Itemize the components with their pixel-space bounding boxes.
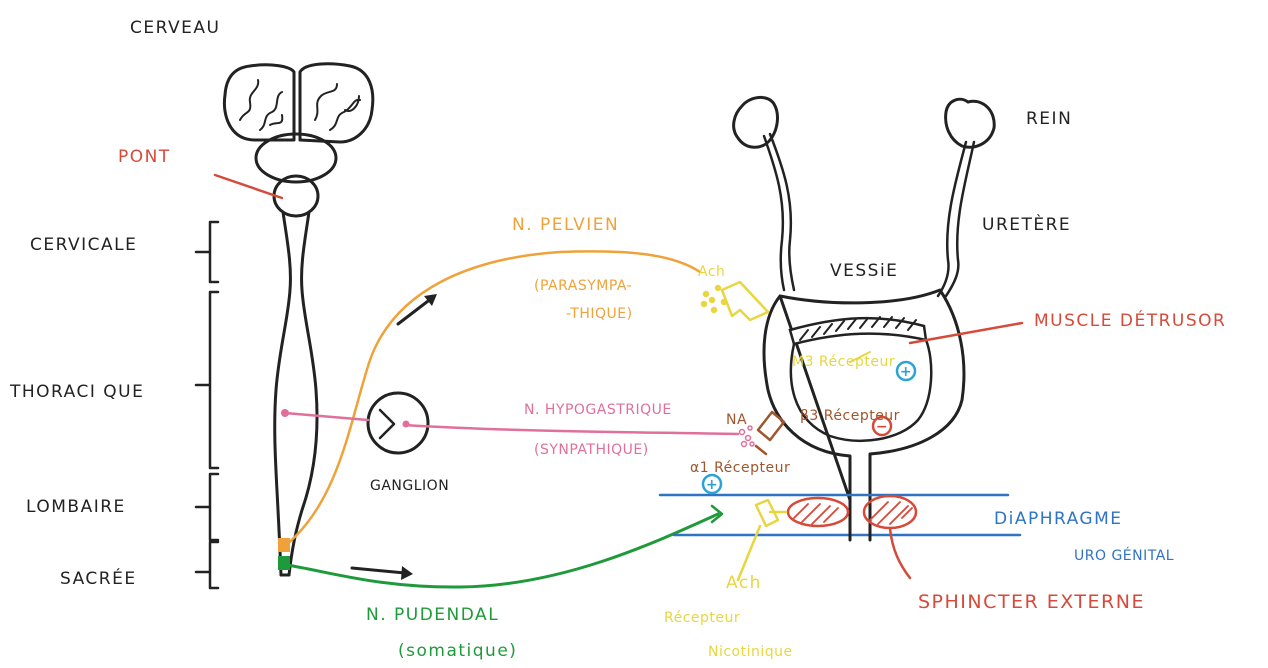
label-sphincter-externe: SPHINCTER EXTERNE: [918, 591, 1145, 613]
label-ach-bottom: Ach: [726, 573, 762, 593]
svg-text:+: +: [900, 364, 912, 380]
ach-pelvic-synapse: [702, 282, 768, 320]
detrusor-pointer-line: [910, 323, 1022, 343]
label-thoracique: THORACI QUE: [9, 382, 144, 402]
label-muscle-detrusor: MUSCLE DÉTRUSOR: [1034, 309, 1226, 331]
label-n-pelvien: N. PELVIEN: [512, 215, 619, 235]
label-sacree: SACRÉE: [60, 567, 137, 589]
label-nicotinique: Nicotinique: [708, 644, 793, 660]
label-pont: PONT: [118, 147, 171, 167]
sacral-segment-orange: [278, 538, 290, 552]
plus-sign-a1: +: [703, 475, 721, 493]
label-vessie: VESSiE: [830, 261, 898, 281]
spinal-level-brackets: [196, 222, 218, 588]
na-vesicles: [740, 426, 755, 447]
label-diaphragme: DiAPHRAGME: [994, 509, 1123, 529]
label-rein: REIN: [1026, 109, 1072, 129]
label-m3-recepteur: M3 Récepteur: [792, 354, 895, 370]
label-b3-recepteur: β3 Récepteur: [800, 408, 900, 424]
detrusor-muscle-band: [790, 318, 926, 344]
label-ganglion: GANGLION: [370, 478, 449, 494]
external-sphincter: [788, 496, 916, 528]
label-n-hypogastrique: N. HYPOGASTRIQUE: [524, 402, 672, 418]
label-urogenital: URO GÉNITAL: [1074, 547, 1174, 564]
label-cerveau: CERVEAU: [130, 18, 220, 38]
label-ach-top: Ach: [698, 264, 725, 280]
brain: [224, 64, 372, 216]
label-na: NA: [726, 412, 747, 428]
label-recepteur: Récepteur: [664, 610, 740, 626]
sacral-segment-green: [278, 556, 290, 570]
pelvic-nerve-path: [286, 251, 700, 545]
label-parasympa-1: (PARASYMPA-: [534, 278, 632, 294]
label-somatique: (somatique): [398, 641, 517, 661]
pudendal-nerve-path: [287, 514, 718, 587]
spinal-cord: [275, 212, 317, 575]
label-sympathique: (SYNPATHIQUE): [534, 442, 649, 458]
label-a1-recepteur: α1 Récepteur: [690, 460, 790, 476]
na-receptor-shape: [756, 412, 784, 454]
ganglion: [368, 393, 428, 453]
bladder: [764, 290, 964, 500]
plus-sign-m3: +: [897, 362, 915, 380]
label-uretere: URETÈRE: [982, 213, 1071, 235]
label-cervicale: CERVICALE: [30, 235, 137, 255]
label-parasympa-2: -THIQUE): [566, 306, 633, 322]
nicotinic-receptor: [738, 500, 786, 580]
svg-text:+: +: [706, 477, 718, 493]
label-n-pudendal: N. PUDENDAL: [366, 605, 499, 625]
label-lombaire: LOMBAIRE: [26, 497, 126, 517]
